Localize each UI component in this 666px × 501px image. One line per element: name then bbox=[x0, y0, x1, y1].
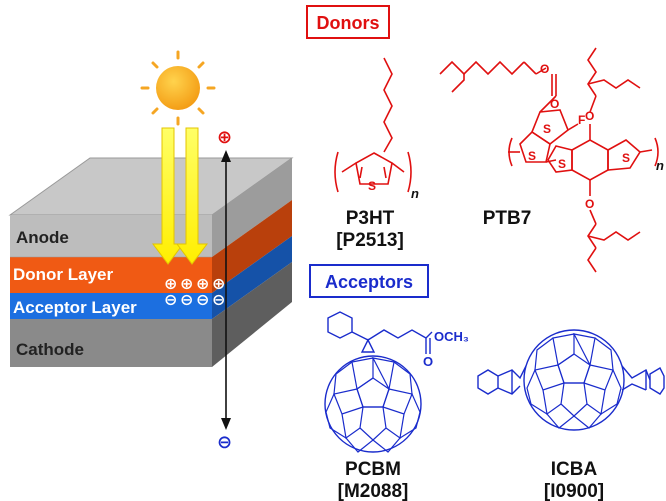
electron-icon: ⊖ bbox=[196, 292, 209, 309]
ptb7-name: PTB7 bbox=[483, 208, 532, 229]
donor-front bbox=[10, 257, 212, 293]
icba-structure bbox=[477, 329, 665, 431]
device-stack: Anode Donor Layer Acceptor Layer Cathode bbox=[8, 157, 294, 367]
ptb7-sulfur-1: S bbox=[543, 122, 551, 136]
sun-icon bbox=[140, 50, 216, 126]
electron-icon: ⊖ bbox=[180, 292, 193, 309]
acceptor-layer-label: Acceptor Layer bbox=[13, 298, 137, 317]
electron-charges: ⊖ ⊖ ⊖ ⊖ bbox=[164, 292, 225, 309]
electron-icon: ⊖ bbox=[164, 292, 177, 309]
hole-icon: ⊕ bbox=[212, 276, 225, 293]
cathode-label: Cathode bbox=[16, 340, 84, 359]
hole-charges: ⊕ ⊕ ⊕ ⊕ bbox=[164, 276, 225, 293]
ptb7-sulfur-2: S bbox=[528, 149, 536, 163]
ptb7-upper-oxygen: O bbox=[585, 109, 594, 123]
donors-heading: Donors bbox=[317, 13, 380, 33]
cathode-front bbox=[10, 319, 212, 367]
icba-code: [I0900] bbox=[544, 481, 604, 501]
acceptors-heading-box: Acceptors bbox=[309, 264, 429, 298]
pcbm-name: PCBM bbox=[345, 459, 401, 480]
anode-label: Anode bbox=[16, 228, 69, 247]
anode-side bbox=[212, 158, 292, 257]
pcbm-structure bbox=[324, 311, 433, 453]
p3ht-name: P3HT bbox=[346, 208, 395, 229]
light-beam-left bbox=[152, 127, 184, 265]
light-beam-right bbox=[176, 127, 208, 265]
hole-icon: ⊕ bbox=[196, 276, 209, 293]
electron-icon: ⊖ bbox=[212, 292, 225, 309]
donors-heading-box: Donors bbox=[306, 5, 390, 39]
pcbm-code: [M2088] bbox=[338, 481, 409, 501]
pcbm-oxygen-label: O bbox=[423, 354, 433, 369]
ptb7-ester-oxygen: O bbox=[540, 62, 549, 76]
charge-separation-arrow: ⊕ ⊖ bbox=[217, 127, 232, 452]
ptb7-n-label: n bbox=[656, 158, 664, 173]
ptb7-sulfur-4: S bbox=[622, 151, 630, 165]
cathode-side bbox=[212, 262, 292, 367]
donor-layer-label: Donor Layer bbox=[13, 265, 114, 284]
p3ht-sulfur-label: S bbox=[368, 179, 376, 193]
hole-icon: ⊕ bbox=[180, 276, 193, 293]
p3ht-code: [P2513] bbox=[336, 230, 404, 251]
p3ht-n-label: n bbox=[411, 186, 419, 201]
hole-icon: ⊕ bbox=[164, 276, 177, 293]
ptb7-carbonyl-oxygen: O bbox=[550, 97, 559, 111]
donor-side bbox=[212, 200, 292, 293]
ptb7-fluorine: F bbox=[578, 113, 585, 127]
ptb7-structure bbox=[439, 47, 659, 273]
p3ht-structure bbox=[334, 57, 412, 193]
light-beams bbox=[152, 127, 208, 265]
pcbm-och3-label: OCH₃ bbox=[434, 329, 469, 344]
icba-name: ICBA bbox=[551, 459, 598, 480]
acceptor-front bbox=[10, 293, 212, 319]
cathode-electron-icon: ⊖ bbox=[217, 432, 232, 452]
acceptor-side bbox=[212, 236, 292, 319]
ptb7-lower-oxygen: O bbox=[585, 197, 594, 211]
acceptors-heading: Acceptors bbox=[325, 272, 413, 292]
anode-hole-icon: ⊕ bbox=[217, 127, 232, 147]
ptb7-sulfur-3: S bbox=[558, 157, 566, 171]
